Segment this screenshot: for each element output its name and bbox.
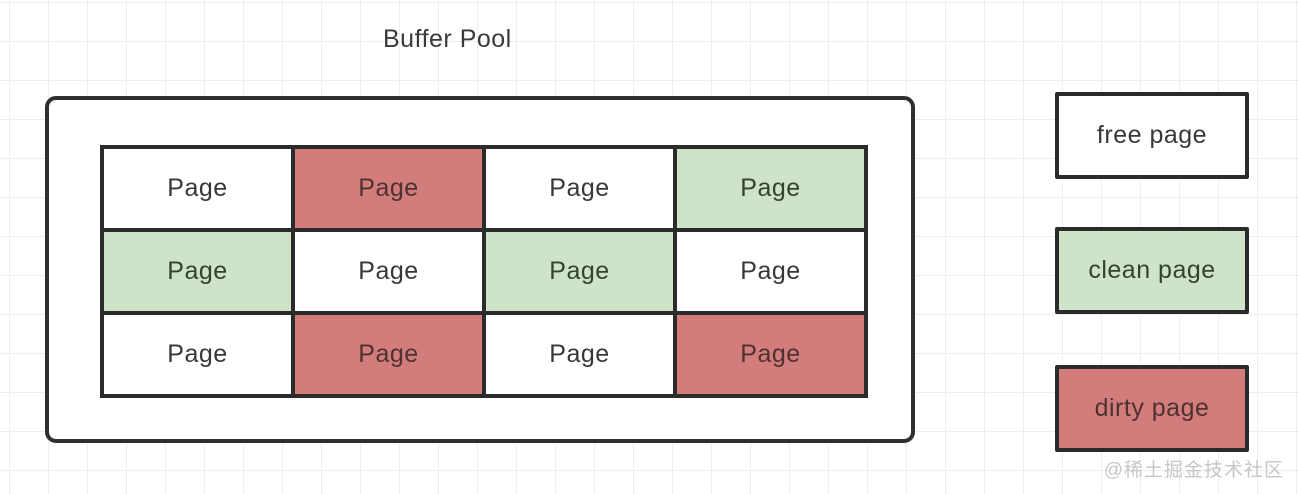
pool-cell-dirty: Page <box>293 147 484 230</box>
watermark-text: @稀土掘金技术社区 <box>1103 460 1284 481</box>
pool-cell-free: Page <box>675 230 866 313</box>
pool-cell-clean: Page <box>675 147 866 230</box>
pool-cell-clean: Page <box>102 230 293 313</box>
pool-cell-free: Page <box>102 147 293 230</box>
diagram-title: Buffer Pool <box>383 25 512 53</box>
pool-cell-dirty: Page <box>293 313 484 396</box>
pool-cell-free: Page <box>484 147 675 230</box>
legend-clean-page: clean page <box>1055 227 1249 314</box>
pool-cell-free: Page <box>293 230 484 313</box>
pool-cell-free: Page <box>484 313 675 396</box>
legend-free-page: free page <box>1055 92 1249 179</box>
pool-cell-clean: Page <box>484 230 675 313</box>
legend-dirty-page: dirty page <box>1055 365 1249 452</box>
pool-cell-free: Page <box>102 313 293 396</box>
pool-cell-dirty: Page <box>675 313 866 396</box>
